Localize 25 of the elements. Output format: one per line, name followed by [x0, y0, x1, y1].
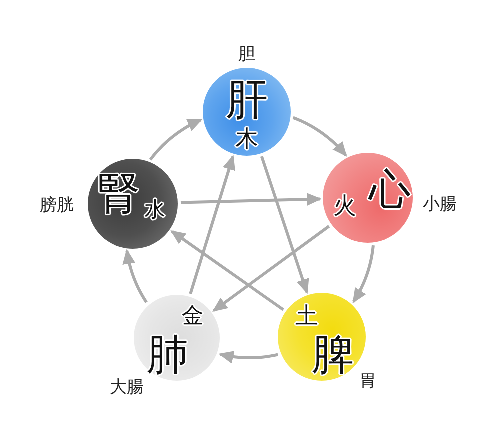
paired-organ-label: 大腸 — [110, 380, 144, 396]
straight-arrow — [212, 225, 330, 312]
paired-organ-label: 膀胱 — [40, 198, 74, 214]
organ-character: 肺 — [147, 334, 189, 376]
organ-character: 心 — [369, 169, 411, 211]
straight-arrow — [180, 193, 322, 206]
straight-arrow — [260, 156, 310, 294]
curved-arrow — [149, 118, 203, 161]
element-character: 火 — [334, 196, 356, 218]
curved-arrow — [352, 245, 375, 304]
paired-organ-label: 胆 — [238, 46, 256, 64]
organ-character: 脾 — [312, 334, 354, 376]
element-character: 金 — [182, 306, 204, 328]
paired-organ-label: 胃 — [360, 374, 376, 390]
organ-character: 腎 — [98, 173, 140, 215]
straight-arrow — [189, 154, 236, 294]
element-character: 木 — [236, 128, 258, 152]
curved-arrow — [218, 351, 278, 364]
element-character: 水 — [144, 200, 166, 220]
paired-organ-label: 小腸 — [423, 196, 457, 214]
curved-arrow — [122, 249, 148, 304]
organ-character: 肝 — [226, 79, 268, 121]
straight-arrow — [170, 230, 284, 312]
curved-arrow — [292, 116, 348, 158]
element-character: 土 — [296, 306, 318, 328]
